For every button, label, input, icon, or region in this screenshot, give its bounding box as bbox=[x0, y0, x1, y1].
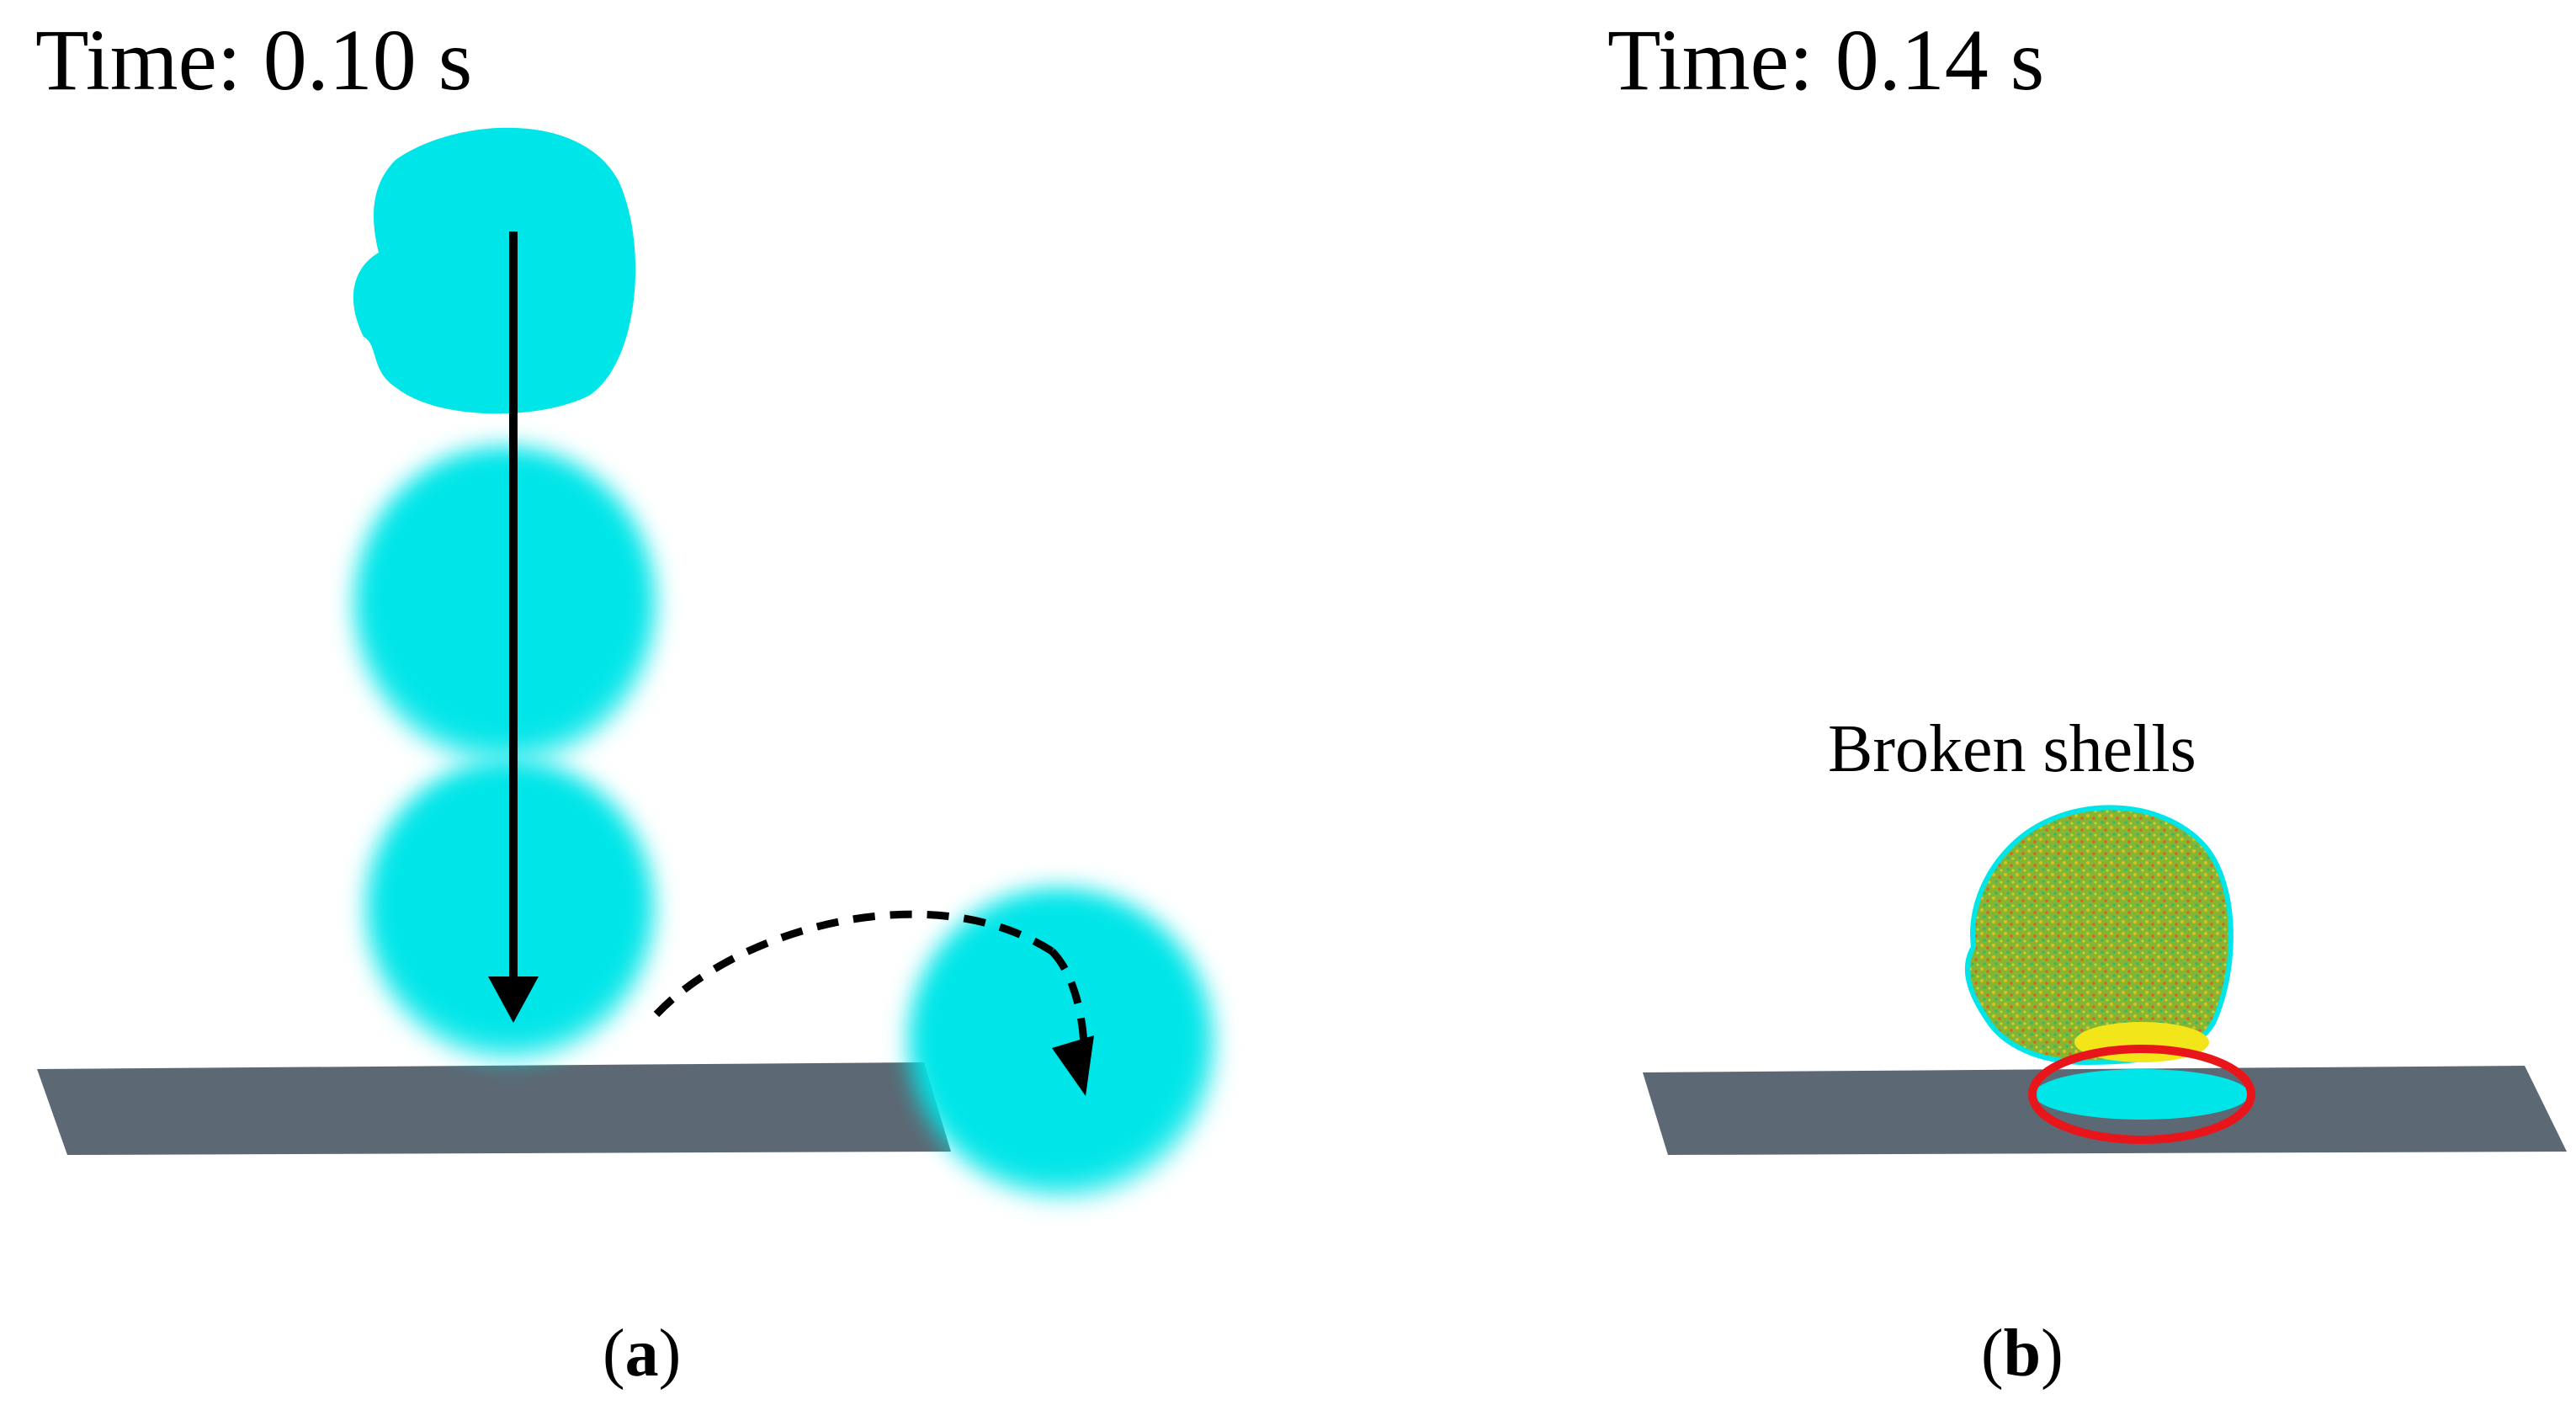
panel-label-b: (b) bbox=[1981, 1313, 2063, 1394]
rebound-arrow-head bbox=[1052, 1035, 1094, 1096]
rebound-arrow bbox=[653, 910, 1054, 1018]
fall-arrow-head bbox=[488, 976, 539, 1023]
droplet-b bbox=[1964, 805, 2233, 1066]
panel-label-a-close: ) bbox=[658, 1317, 682, 1391]
panel-label-b-open: ( bbox=[1981, 1317, 2004, 1391]
panel-label-b-letter: b bbox=[2003, 1317, 2042, 1391]
droplet-a-1 bbox=[353, 127, 636, 414]
droplet-a-2 bbox=[353, 446, 656, 766]
broken-shell-fragments bbox=[2034, 1069, 2249, 1120]
rebound-arrow-tail bbox=[1049, 948, 1088, 1045]
platform-a bbox=[37, 1062, 951, 1155]
panel-label-a: (a) bbox=[603, 1313, 681, 1394]
broken-shells-annotation: Broken shells bbox=[1828, 712, 2196, 786]
time-label-b: Time: 0.14 s bbox=[1607, 12, 2045, 109]
time-label-a: Time: 0.10 s bbox=[35, 12, 473, 109]
broken-shell-highlight bbox=[2028, 1045, 2255, 1144]
panel-label-b-close: ) bbox=[2041, 1317, 2063, 1391]
panel-label-a-letter: a bbox=[624, 1317, 659, 1391]
droplet-a-4 bbox=[908, 887, 1216, 1200]
panel-label-a-open: ( bbox=[603, 1317, 625, 1391]
